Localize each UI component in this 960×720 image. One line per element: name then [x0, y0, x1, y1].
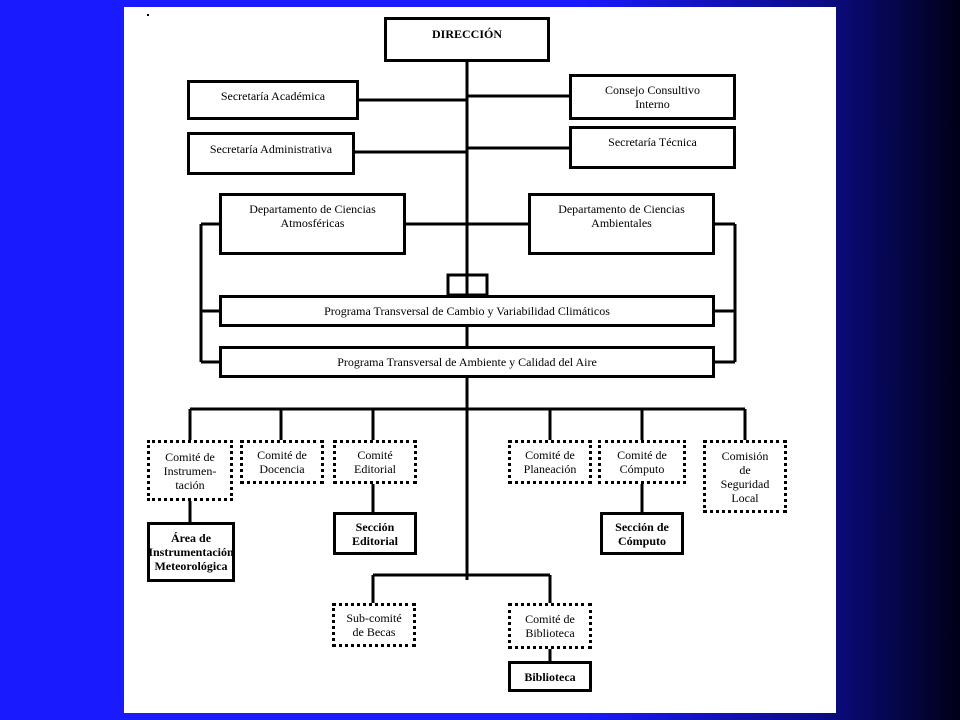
box-comite-planeacion-label: Comité de Planeación [523, 448, 577, 476]
box-comite-biblioteca-label: Comité de Biblioteca [525, 612, 575, 640]
box-consejo-consultivo: Consejo Consultivo Interno [569, 74, 736, 120]
box-secretaria-academica: Secretaría Académica [187, 80, 359, 120]
box-comite-planeacion: Comité de Planeación [508, 440, 592, 484]
box-comite-editorial: Comité Editorial [333, 440, 417, 484]
box-seccion-editorial-label: Sección Editorial [351, 519, 398, 548]
box-depto-ambientales-label: Departamento de Ciencias Ambientales [558, 202, 685, 230]
box-direccion: DIRECCIÓN [384, 17, 550, 62]
box-comision-seguridad-label: Comisión de Seguridad Local [720, 448, 770, 505]
box-programa-cambio-climatico: Programa Transversal de Cambio y Variabi… [219, 295, 715, 327]
box-programa-calidad-aire: Programa Transversal de Ambiente y Calid… [219, 346, 715, 378]
box-comision-seguridad: Comisión de Seguridad Local [703, 440, 787, 513]
box-depto-ambientales: Departamento de Ciencias Ambientales [528, 193, 715, 255]
box-seccion-computo: Sección de Cómputo [600, 512, 684, 555]
box-comite-editorial-label: Comité Editorial [354, 448, 396, 476]
box-subcomite-becas-label: Sub-comité de Becas [346, 611, 402, 639]
box-subcomite-becas: Sub-comité de Becas [332, 603, 416, 647]
box-comite-biblioteca: Comité de Biblioteca [508, 603, 592, 649]
box-comite-instrumentacion: Comité de Instrumen- tación [147, 440, 233, 501]
box-comite-instrumentacion-label: Comité de Instrumen- tación [163, 449, 217, 492]
box-secretaria-administrativa-label: Secretaría Administrativa [209, 142, 333, 156]
box-comite-computo-label: Comité de Cómputo [617, 448, 667, 476]
box-seccion-editorial: Sección Editorial [333, 512, 417, 555]
box-seccion-computo-label: Sección de Cómputo [615, 519, 669, 548]
box-secretaria-administrativa: Secretaría Administrativa [187, 132, 355, 175]
box-comite-computo: Comité de Cómputo [598, 440, 686, 484]
box-secretaria-tecnica: Secretaría Técnica [569, 126, 736, 169]
box-area-instrumentacion-label: Área de Instrumentación Meteorológica [148, 531, 234, 573]
box-secretaria-tecnica-label: Secretaría Técnica [608, 135, 697, 149]
box-area-instrumentacion: Área de Instrumentación Meteorológica [147, 522, 235, 582]
box-comite-docencia-label: Comité de Docencia [257, 448, 307, 476]
box-direccion-label: DIRECCIÓN [431, 27, 502, 41]
box-depto-atmosfericas-label: Departamento de Ciencias Atmosféricas [249, 202, 376, 230]
box-secretaria-academica-label: Secretaría Académica [220, 89, 326, 103]
box-programa-cambio-climatico-label: Programa Transversal de Cambio y Variabi… [324, 304, 610, 318]
stray-dot [147, 14, 149, 16]
box-programa-calidad-aire-label: Programa Transversal de Ambiente y Calid… [337, 355, 597, 369]
box-comite-docencia: Comité de Docencia [240, 440, 324, 484]
box-biblioteca-label: Biblioteca [524, 669, 576, 684]
box-consejo-consultivo-label: Consejo Consultivo Interno [604, 83, 700, 111]
box-depto-atmosfericas: Departamento de Ciencias Atmosféricas [219, 193, 406, 255]
box-biblioteca: Biblioteca [508, 661, 592, 692]
